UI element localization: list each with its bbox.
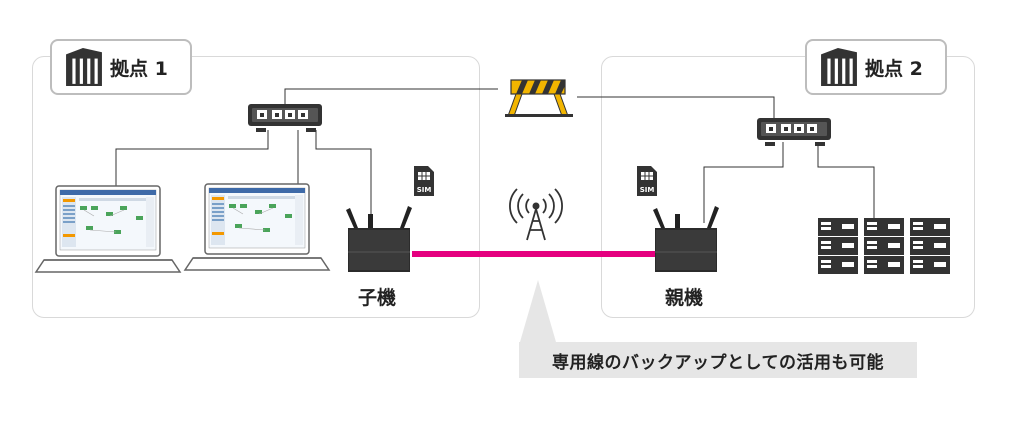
building-icon [821, 48, 857, 86]
building-icon [66, 48, 102, 86]
sim-card-icon: SIM [636, 165, 658, 197]
site2-label: 拠点 2 [865, 57, 923, 80]
server-rack-icon [818, 218, 950, 274]
child-router-label: 子機 [358, 287, 397, 309]
antenna-tower-icon [509, 188, 563, 241]
road-barrier-icon [505, 79, 573, 117]
backup-caption: 専用線のバックアップとしての活用も可能 [519, 342, 917, 378]
sim-card-icon: SIM [413, 165, 435, 197]
laptop-icon [184, 183, 330, 271]
sim-label: SIM [417, 186, 432, 194]
lte-router-icon [652, 205, 720, 273]
parent-router-label: 親機 [665, 287, 704, 309]
network-switch-icon [757, 118, 831, 146]
laptop-icon [35, 185, 181, 273]
network-switch-icon [248, 104, 322, 132]
site2-area [601, 56, 975, 318]
site1-tag: 拠点 1 [50, 39, 192, 95]
callout-pointer [520, 280, 556, 342]
sim-label: SIM [640, 186, 655, 194]
site2-tag: 拠点 2 [805, 39, 947, 95]
site1-label: 拠点 1 [110, 57, 168, 80]
lte-router-icon [345, 205, 413, 273]
